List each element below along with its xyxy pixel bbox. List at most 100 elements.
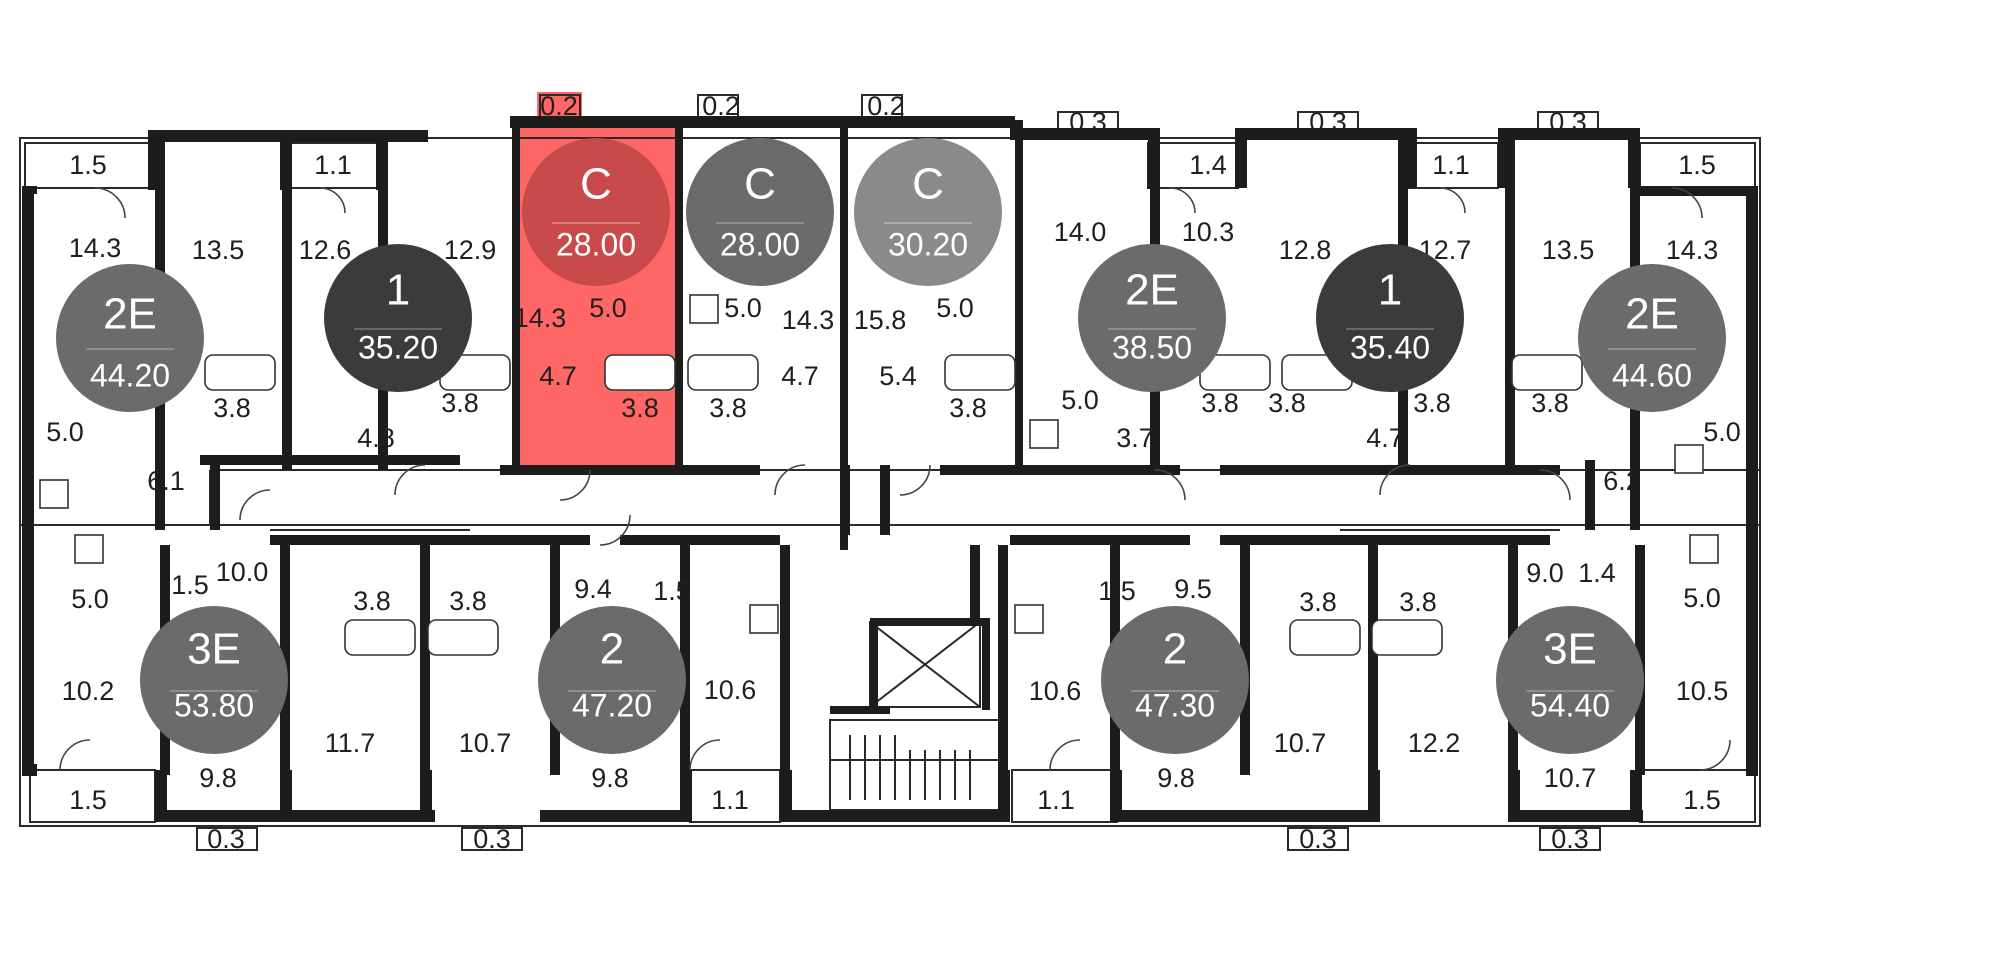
stoves (39, 294, 1719, 634)
room-area: 1.1 (711, 785, 749, 815)
apartment-type: 2E (1125, 266, 1179, 315)
room-area: 14.3 (514, 303, 567, 333)
room-area: 5.0 (71, 584, 109, 614)
room-area: 3.8 (1399, 587, 1437, 617)
room-area: 1.1 (314, 150, 352, 180)
room-area: 0.3 (1549, 107, 1587, 137)
apartment-area: 28.00 (556, 226, 636, 262)
room-area: 0.2 (540, 91, 578, 121)
apartment-area: 54.40 (1530, 687, 1610, 723)
room-area: 0.3 (1551, 824, 1589, 854)
room-area: 9.0 (1526, 558, 1564, 588)
room-area: 10.7 (1544, 763, 1597, 793)
room-area: 3.7 (1116, 423, 1154, 453)
apartment-badge[interactable]: C 30.20 (854, 138, 1002, 286)
room-area: 5.0 (589, 293, 627, 323)
room-area: 10.0 (216, 557, 269, 587)
apartment-area: 44.60 (1612, 357, 1692, 393)
apartment-area: 47.30 (1135, 687, 1215, 723)
room-area: 1.5 (653, 576, 691, 606)
room-area: 4.8 (357, 423, 395, 453)
room-area: 9.5 (1174, 574, 1212, 604)
apartment-area: 38.50 (1112, 329, 1192, 365)
room-area: 3.8 (709, 393, 747, 423)
room-area: 3.8 (1413, 388, 1451, 418)
apartment-type: 1 (1378, 266, 1402, 315)
room-area: 3.8 (1299, 587, 1337, 617)
room-area: 1.4 (1189, 150, 1227, 180)
room-area: 1.4 (1578, 558, 1616, 588)
room-area: 1.5 (69, 785, 107, 815)
room-area: 10.2 (62, 676, 115, 706)
apartment-badge-selected[interactable]: C 28.00 (522, 138, 670, 286)
room-area: 4.7 (781, 361, 819, 391)
apartment-badge[interactable]: C 28.00 (686, 138, 834, 286)
room-area: 5.0 (1061, 385, 1099, 415)
selected-unit-balcony-highlight[interactable] (537, 92, 582, 118)
room-area: 10.7 (1274, 728, 1327, 758)
apartment-type: C (912, 160, 944, 209)
room-area: 15.8 (854, 305, 907, 335)
room-area: 9.8 (591, 763, 629, 793)
apartment-type: 1 (386, 266, 410, 315)
room-area: 12.9 (444, 235, 497, 265)
room-area: 5.0 (724, 293, 762, 323)
apartment-badge[interactable]: 2E 44.20 (56, 264, 204, 412)
room-area: 9.4 (574, 574, 612, 604)
room-area: 10.3 (1182, 217, 1235, 247)
bathtubs (204, 354, 1583, 656)
room-area: 4.7 (1366, 423, 1404, 453)
room-area: 3.8 (1268, 388, 1306, 418)
room-area: 3.8 (949, 393, 987, 423)
apartment-type: C (580, 160, 612, 209)
apartment-type: 2 (1163, 625, 1187, 674)
apartment-badges[interactable]: 2E 44.20 1 35.20 C 28.00 C 28.00 C 30.20 (56, 138, 1726, 754)
room-area: 12.6 (299, 235, 352, 265)
apartment-type: 3E (1543, 625, 1597, 674)
room-area: 13.5 (1542, 235, 1595, 265)
apartment-badge[interactable]: 3E 53.80 (140, 606, 288, 754)
apartment-type: 3E (187, 625, 241, 674)
apartment-type: 2E (1625, 290, 1679, 339)
apartment-badge[interactable]: 1 35.20 (324, 244, 472, 392)
room-area: 11.7 (325, 728, 376, 758)
room-area: 9.8 (1157, 763, 1195, 793)
room-area: 10.5 (1676, 676, 1729, 706)
apartment-area: 53.80 (174, 687, 254, 723)
room-area: 6.1 (147, 466, 185, 496)
apartment-area: 47.20 (572, 687, 652, 723)
room-area: 1.1 (1037, 785, 1075, 815)
apartment-badge[interactable]: 1 35.40 (1316, 244, 1464, 392)
room-area-labels: 0.2 0.2 0.2 0.3 0.3 0.3 1.5 1.1 1.4 1.1 … (46, 91, 1741, 854)
room-area: 0.3 (207, 824, 245, 854)
apartment-area: 30.20 (888, 226, 968, 262)
room-area: 3.8 (621, 393, 659, 423)
room-area: 12.8 (1279, 235, 1332, 265)
room-area: 3.8 (213, 393, 251, 423)
apartment-badge[interactable]: 3E 54.40 (1496, 606, 1644, 754)
room-area: 14.3 (1666, 235, 1719, 265)
apartment-badge[interactable]: 2E 38.50 (1078, 244, 1226, 392)
apartment-type: 2 (600, 625, 624, 674)
doors (59, 187, 1731, 771)
room-area: 1.5 (171, 570, 209, 600)
apartment-area: 35.40 (1350, 329, 1430, 365)
apartment-badge[interactable]: 2 47.20 (538, 606, 686, 754)
room-area: 10.6 (1029, 676, 1082, 706)
room-area: 10.7 (459, 728, 512, 758)
room-area: 0.2 (702, 91, 740, 121)
room-area: 1.5 (69, 150, 107, 180)
apartment-type: C (744, 160, 776, 209)
room-area: 0.3 (1309, 107, 1347, 137)
apartment-badge[interactable]: 2E 44.60 (1578, 264, 1726, 412)
room-area: 12.2 (1408, 728, 1461, 758)
room-area: 5.0 (1703, 417, 1741, 447)
apartment-type: 2E (103, 290, 157, 339)
apartment-badge[interactable]: 2 47.30 (1101, 606, 1249, 754)
room-area: 1.5 (1678, 150, 1716, 180)
room-area: 5.0 (936, 293, 974, 323)
room-area: 1.5 (1683, 785, 1721, 815)
room-area: 1.5 (1098, 576, 1136, 606)
room-area: 3.8 (1531, 388, 1569, 418)
